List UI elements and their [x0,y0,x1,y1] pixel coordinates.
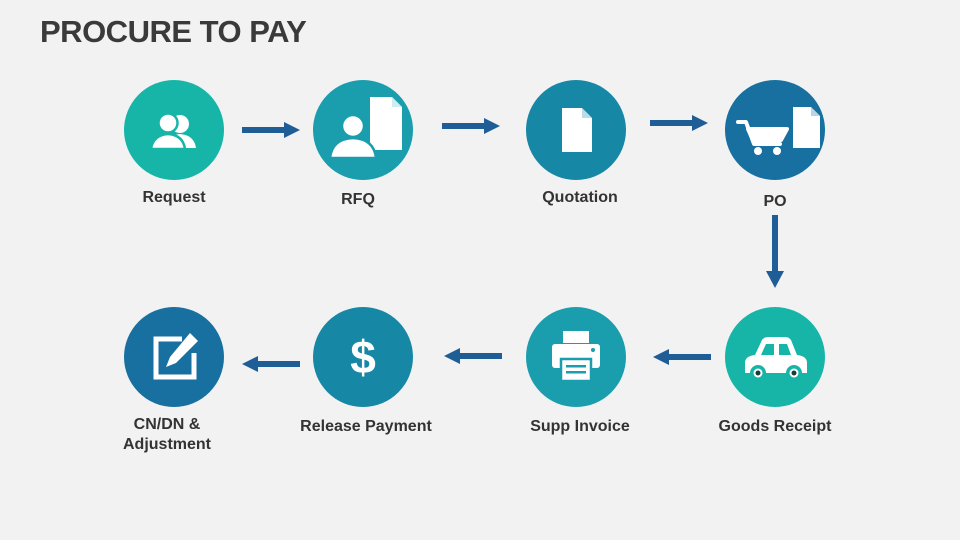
dollar-icon: $ [350,331,376,383]
step-cn-dn-adjustment [124,307,224,407]
step-label-rfq: RFQ [341,191,375,208]
arrow-right-3 [650,115,708,131]
arrow-left-1 [653,349,711,365]
user-document-icon [328,97,402,160]
arrow-right-2 [442,118,500,134]
arrow-left-3 [242,356,300,372]
step-label-request: Request [142,189,206,206]
car-icon [745,337,807,381]
users-icon [149,112,196,151]
cart-document-icon [736,107,820,155]
step-supp-invoice [526,307,626,407]
step-label-supp-invoice: Supp Invoice [530,418,630,435]
step-release-payment: $ [313,307,413,407]
arrow-down [766,215,784,288]
step-label-goods-receipt: Goods Receipt [718,418,832,435]
step-label-release-payment: Release Payment [300,418,432,435]
arrow-right-1 [242,122,300,138]
step-label-po: PO [763,193,787,210]
printer-icon [552,331,600,383]
step-request [124,80,224,180]
edit-icon [153,333,198,380]
step-rfq [313,80,413,180]
svg-text:$: $ [350,331,376,383]
arrow-left-2 [444,348,502,364]
page-title: PROCURE TO PAY [40,14,307,49]
step-label-cn-dn-adjustment: CN/DN & Adjustment [123,416,211,453]
step-po [725,80,825,180]
step-quotation [526,80,626,180]
step-goods-receipt [725,307,825,407]
step-label-quotation: Quotation [542,189,618,206]
document-icon [562,108,592,152]
